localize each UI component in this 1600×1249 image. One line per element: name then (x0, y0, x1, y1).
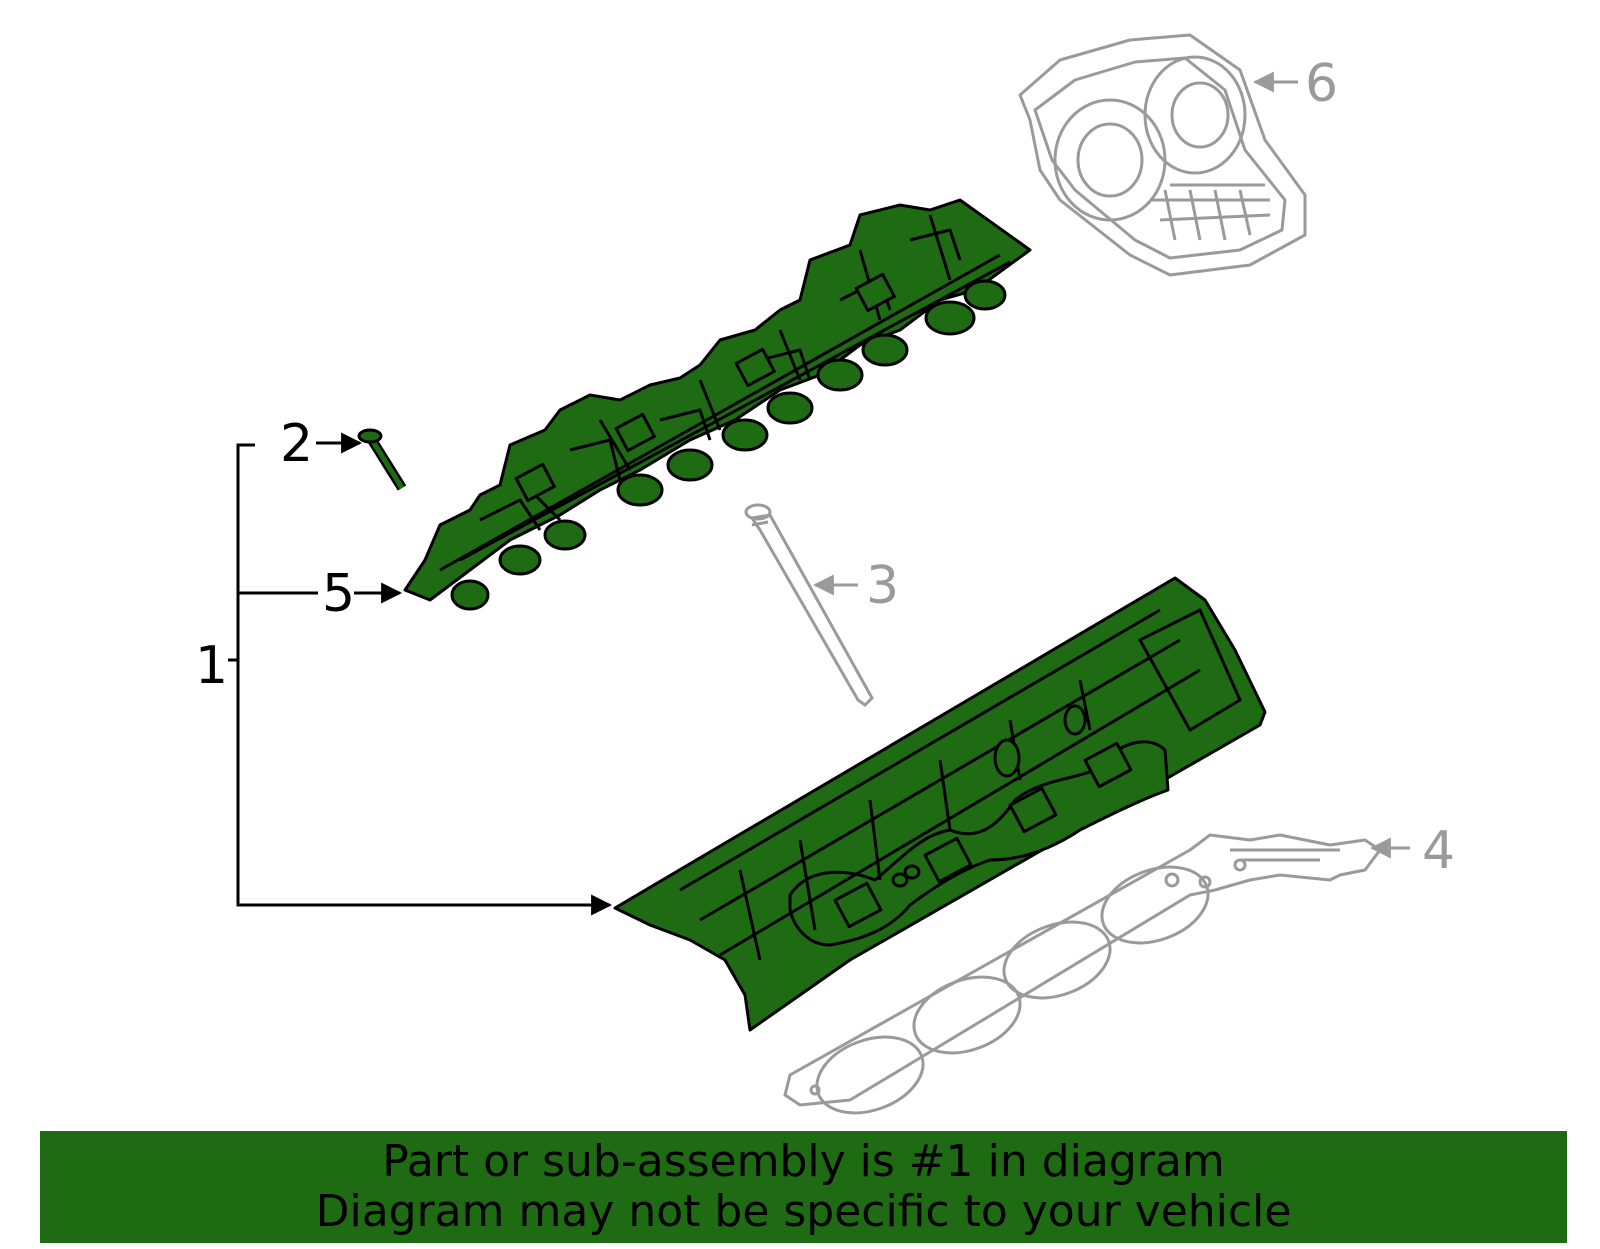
banner-line-2: Diagram may not be specific to your vehi… (315, 1186, 1292, 1237)
bolt-part-2 (357, 428, 407, 491)
parts-diagram (228, 33, 1410, 1115)
callout-4: 4 (1422, 821, 1456, 881)
callout-6: 6 (1305, 54, 1339, 114)
leader-lines (228, 71, 1410, 916)
timing-cover-part-6 (1018, 33, 1307, 277)
callout-5: 5 (322, 564, 356, 624)
info-banner: Part or sub-assembly is #1 in diagram Di… (40, 1131, 1567, 1243)
cylinder-head-part-1 (613, 576, 1267, 1032)
callout-3: 3 (866, 556, 900, 616)
head-gasket-part-4 (783, 833, 1382, 1115)
callout-1: 1 (195, 636, 229, 696)
bolt-part-3 (744, 503, 874, 707)
banner-line-1: Part or sub-assembly is #1 in diagram (382, 1136, 1225, 1187)
camshaft-carrier-part-5 (403, 198, 1032, 611)
callout-2: 2 (280, 414, 314, 474)
